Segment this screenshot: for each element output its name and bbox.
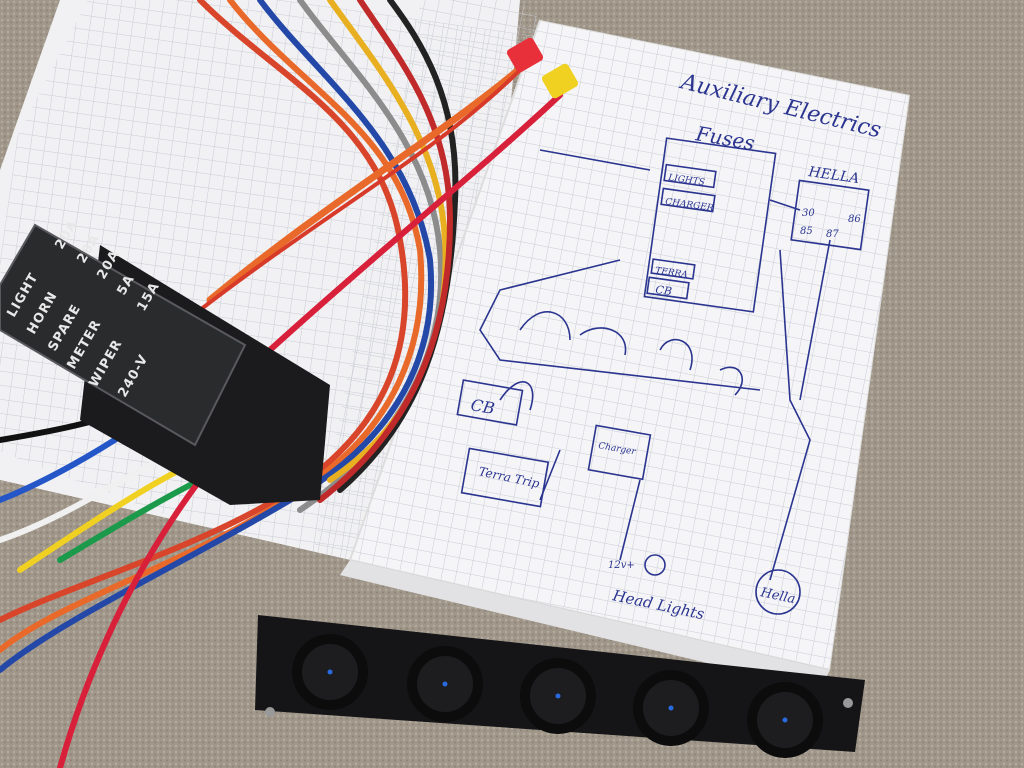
headlights-voltage: 12v+ bbox=[608, 560, 635, 571]
relay-heading: HELLA bbox=[806, 164, 860, 187]
mounting-screw bbox=[843, 698, 853, 708]
fuse-slot-cb: CB bbox=[655, 283, 673, 298]
fuse-block-drawing bbox=[643, 137, 777, 313]
relay-drawing bbox=[790, 179, 870, 251]
wire-harness bbox=[0, 0, 563, 768]
cb-label: CB bbox=[469, 395, 496, 418]
switch-panel bbox=[255, 615, 865, 758]
rocker-switch-1[interactable] bbox=[292, 634, 368, 710]
wire-connector-red bbox=[506, 37, 544, 73]
rocker-switch-5[interactable] bbox=[747, 682, 823, 758]
fuse-box: LIGHT 20A HORN 20A SPARE 20A METER 5A WI… bbox=[0, 218, 330, 505]
mounting-screw bbox=[265, 707, 275, 717]
wire-lines bbox=[479, 149, 831, 581]
wire-connector-yellow bbox=[541, 63, 579, 99]
page-edge bbox=[340, 560, 830, 690]
relay-pin-85: 85 bbox=[800, 226, 813, 237]
rocker-switch-3[interactable] bbox=[520, 658, 596, 734]
rocker-switch-4[interactable] bbox=[633, 670, 709, 746]
notebook-right-page bbox=[300, 0, 980, 728]
hella-lamp-label: Hella bbox=[758, 585, 796, 607]
relay-pin-30: 30 bbox=[802, 208, 815, 219]
wiring-sketch bbox=[456, 137, 870, 615]
relay-pin-86: 86 bbox=[848, 214, 861, 225]
fuse-slot-terra: TERRA bbox=[655, 266, 689, 281]
relay-pin-87: 87 bbox=[826, 229, 839, 240]
rocker-switch-2[interactable] bbox=[407, 646, 483, 722]
